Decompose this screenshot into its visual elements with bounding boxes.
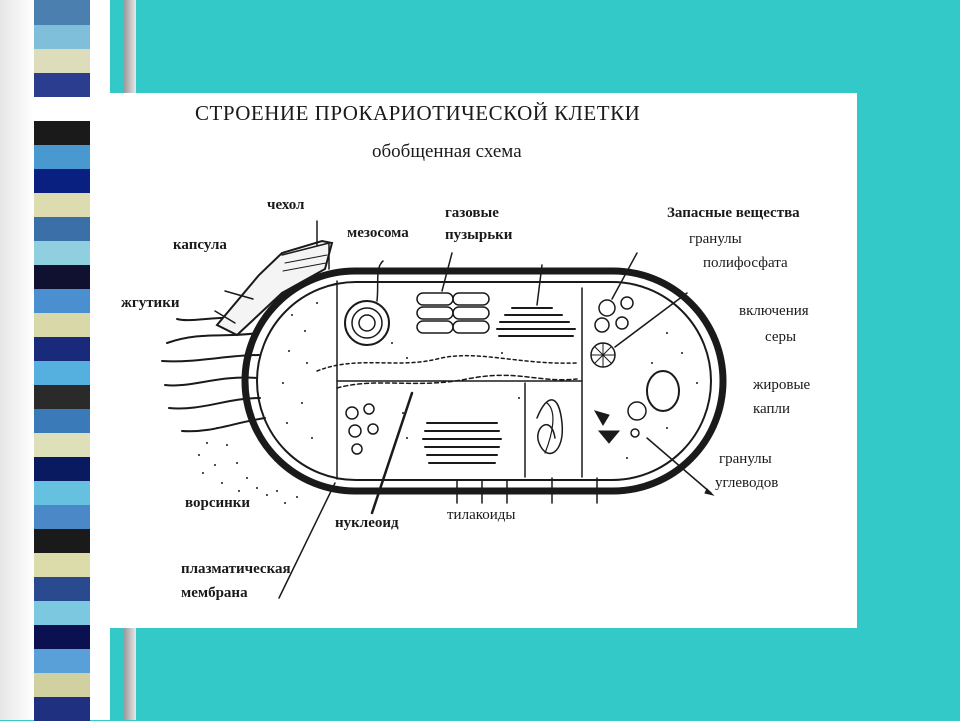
decorative-stripe	[34, 48, 90, 73]
label-uglevodov: углеводов	[715, 475, 779, 491]
label-tilakoidy: тилакоиды	[447, 507, 516, 523]
decorative-stripe	[34, 576, 90, 601]
decorative-stripe	[34, 696, 90, 721]
gas-vesicles	[416, 292, 490, 334]
label-polifosfata: полифосфата	[703, 255, 788, 271]
decorative-stripe	[34, 456, 90, 481]
capsule-block	[215, 239, 334, 337]
decorative-stripe	[34, 600, 90, 625]
decorative-stripe	[34, 528, 90, 553]
decorative-stripe	[34, 240, 90, 265]
decorative-stripe	[34, 72, 90, 97]
decorative-stripe	[34, 0, 90, 25]
label-chekhol: чехол	[267, 197, 305, 213]
decorative-stripe	[34, 672, 90, 697]
lamellae-top	[496, 307, 576, 337]
label-membrana: мембрана	[181, 585, 248, 601]
fat-droplet	[646, 370, 680, 412]
lower-vesicles	[345, 403, 379, 455]
decorative-stripe	[34, 552, 90, 577]
decorative-stripe-column	[34, 0, 136, 721]
flagellum-line	[166, 332, 258, 344]
label-zhgutiki: жгутики	[121, 295, 180, 311]
decorative-stripe	[34, 432, 90, 457]
label-granuly: гранулы	[689, 231, 742, 247]
decorative-stripe	[34, 336, 90, 361]
decorative-stripe	[34, 288, 90, 313]
label-mezosoma: мезосома	[347, 225, 409, 241]
decorative-stripe	[34, 120, 90, 145]
label-nukleoid: нуклеоид	[335, 515, 399, 531]
cell-wall	[241, 267, 727, 495]
label-zhirovye: жировые	[753, 377, 811, 393]
stipple	[198, 302, 698, 504]
label-gazovye: газовые	[445, 205, 499, 221]
label-vklyucheniya: включения	[739, 303, 809, 319]
label-vorsinki: ворсинки	[185, 495, 251, 511]
decorative-stripe	[34, 648, 90, 673]
label-kapli: капли	[753, 401, 791, 417]
mesosome	[344, 300, 390, 346]
decorative-stripe	[34, 144, 90, 169]
decorative-stripe	[34, 312, 90, 337]
figure-title: СТРОЕНИЕ ПРОКАРИОТИЧЕСКОЙ КЛЕТКИ	[195, 101, 641, 125]
thylakoid-stack	[422, 422, 502, 464]
decorative-stripe	[34, 624, 90, 649]
decorative-stripe	[34, 168, 90, 193]
decorative-stripe	[34, 480, 90, 505]
cell-drawing	[161, 220, 727, 599]
plasma-membrane	[256, 281, 712, 481]
label-sery: серы	[765, 329, 797, 345]
decorative-stripe	[34, 192, 90, 217]
label-plazmaticheskaya: плазматическая	[181, 561, 291, 577]
decorative-stripe	[34, 360, 90, 385]
polyphosphate-granules	[594, 296, 634, 333]
decorative-stripe	[34, 96, 90, 121]
decorative-stripe	[34, 408, 90, 433]
decorative-stripe	[34, 384, 90, 409]
thylakoid-swirl	[536, 399, 564, 455]
decorative-stripe	[34, 504, 90, 529]
label-zapasnye: Запасные вещества	[667, 205, 800, 221]
label-puzyrki: пузырьки	[445, 227, 513, 243]
flagellum-line	[168, 397, 261, 410]
decorative-stripe	[34, 216, 90, 241]
figure-subtitle: обобщенная схема	[372, 141, 522, 162]
label-granuly2: гранулы	[719, 451, 772, 467]
label-kapsula: капсула	[173, 237, 227, 253]
decorative-stripe	[34, 24, 90, 49]
cell-diagram-figure: СТРОЕНИЕ ПРОКАРИОТИЧЕСКОЙ КЛЕТКИ обобщен…	[107, 93, 857, 628]
decorative-stripe	[34, 264, 90, 289]
left-shade	[0, 0, 34, 720]
